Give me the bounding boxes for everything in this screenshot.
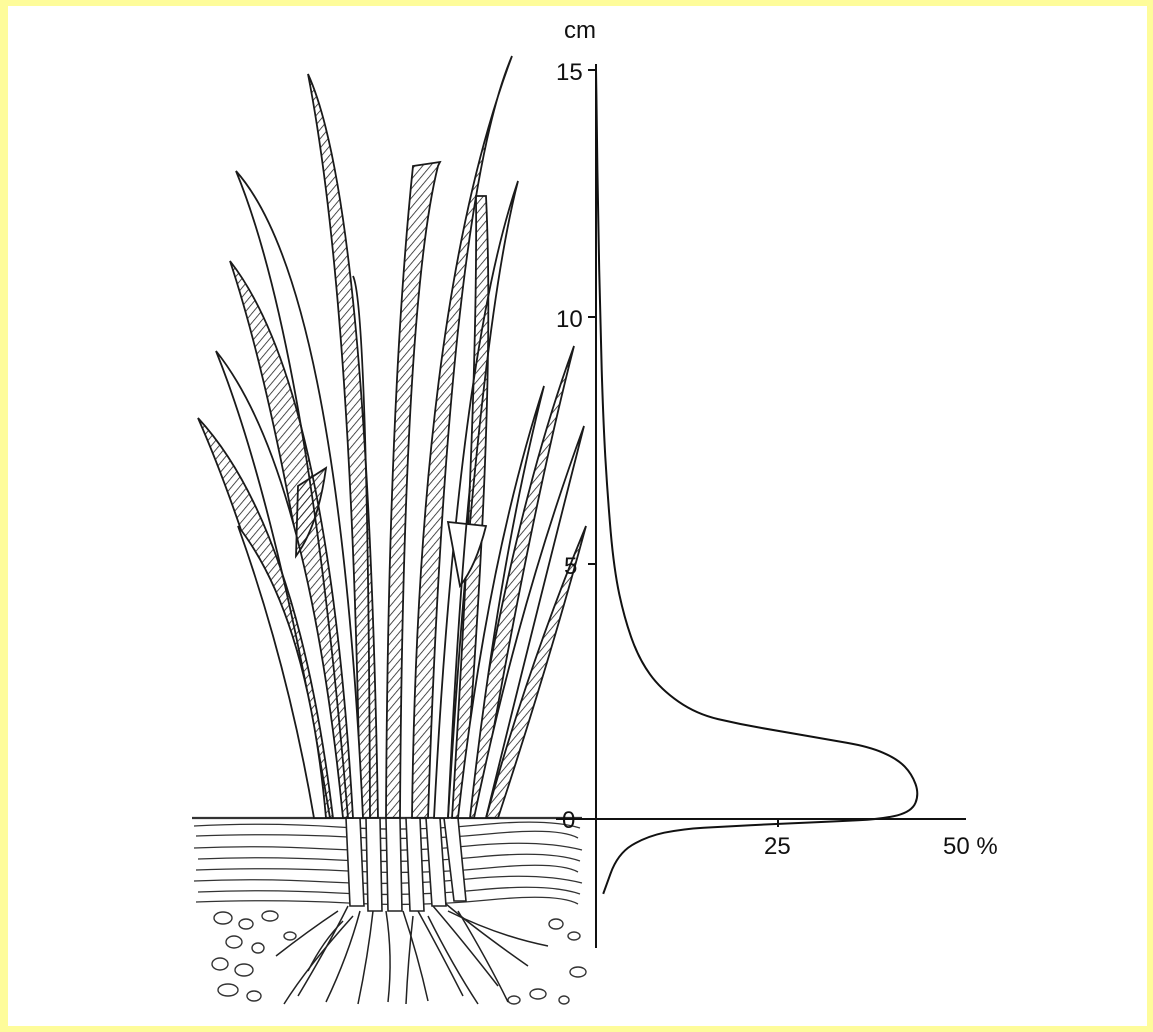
y-tick-label-10: 10 bbox=[556, 306, 583, 333]
shoot-bases bbox=[346, 818, 466, 911]
y-tick-label-15: 15 bbox=[556, 59, 583, 86]
y-unit-label: cm bbox=[564, 17, 596, 44]
x-tick-label-25: 25 bbox=[764, 833, 791, 860]
plant-illustration-icon bbox=[192, 56, 586, 1004]
roots bbox=[276, 904, 548, 1004]
plant-profile-figure: cm 15 10 5 0 25 50 % bbox=[8, 6, 1147, 1026]
leaves bbox=[198, 56, 586, 818]
y-tick-label-5: 5 bbox=[564, 553, 577, 580]
distribution-curve bbox=[596, 70, 917, 894]
y-tick-label-0: 0 bbox=[562, 807, 575, 834]
series-line-0 bbox=[596, 70, 917, 894]
chart-axes bbox=[556, 64, 966, 948]
pebbles bbox=[212, 911, 586, 1004]
x-tick-label-50: 50 % bbox=[943, 833, 998, 860]
figure-frame: cm 15 10 5 0 25 50 % bbox=[8, 6, 1147, 1026]
